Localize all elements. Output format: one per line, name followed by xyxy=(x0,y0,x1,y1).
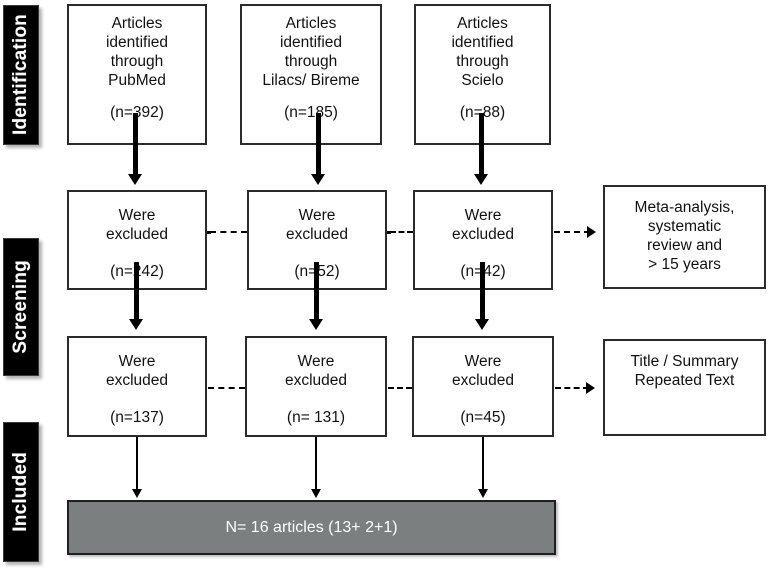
exclusion-box-round2-scielo: Were excluded (n=45) xyxy=(412,336,554,437)
exclusion-title-round1-pubmed: Were excluded xyxy=(105,207,169,243)
arrowhead-excl1-to-excl2-lilacs xyxy=(309,319,323,330)
stage-label-screening: Screening xyxy=(10,260,31,354)
result-label: N= 16 articles (13+ 2+1) xyxy=(225,518,398,536)
dash-connector-round2-lilacs-scielo xyxy=(388,387,412,389)
connector-excl1-to-excl2-scielo xyxy=(480,262,485,320)
source-title-scielo: Articles identified through Scielo xyxy=(451,15,514,89)
source-box-scielo: Articles identified through Scielo (n=88… xyxy=(414,4,551,145)
dash-connector-round1-pubmed-lilacs xyxy=(210,231,247,233)
connector-lilacs-to-excl1 xyxy=(316,113,321,175)
result-bar-included: N= 16 articles (13+ 2+1) xyxy=(67,500,556,555)
exclusion-count-round2-pubmed: (n=137) xyxy=(110,409,164,426)
dash-stub-round1-b xyxy=(387,231,391,234)
arrowhead-result-lilacs xyxy=(311,489,321,498)
arrowhead-round2-to-reason xyxy=(586,382,595,394)
source-title-lilacs-bireme: Articles identified through Lilacs/ Bire… xyxy=(262,15,360,89)
arrowhead-excl1-to-excl2-scielo xyxy=(475,319,489,330)
stage-bar-identification: Identification xyxy=(3,5,39,145)
stage-bar-included: Included xyxy=(3,422,39,562)
arrowhead-excl1-to-excl2-pubmed xyxy=(129,319,143,330)
dash-stub-round1-a xyxy=(207,231,211,234)
exclusion-count-round2-lilacs: (n= 131) xyxy=(286,409,346,426)
arrowhead-round1-to-reason xyxy=(587,226,596,238)
source-count-pubmed: (n=392) xyxy=(110,103,164,122)
exclusion-count-round2-scielo: (n=45) xyxy=(460,409,506,426)
exclusion-box-round2-lilacs: Were excluded (n= 131) xyxy=(245,336,387,437)
source-count-lilacs-bireme: (n=185) xyxy=(284,104,338,121)
connector-excl2-to-result-pubmed xyxy=(136,437,138,491)
source-title-pubmed: Articles identified through PubMed xyxy=(105,15,169,89)
connector-excl1-to-excl2-lilacs xyxy=(314,262,319,320)
exclusion-title-round2-lilacs: Were excluded xyxy=(284,353,348,389)
dash-connector-round2-scielo-reason xyxy=(555,387,589,389)
dash-connector-round1-lilacs-scielo xyxy=(390,231,413,233)
arrowhead-scielo-to-excl1 xyxy=(474,174,488,185)
stage-bar-screening: Screening xyxy=(3,238,39,376)
dash-connector-round2-pubmed-lilacs xyxy=(208,387,245,389)
connector-excl1-to-excl2-pubmed xyxy=(134,262,139,320)
connector-excl2-to-result-scielo xyxy=(482,437,484,491)
source-box-lilacs-bireme: Articles identified through Lilacs/ Bire… xyxy=(240,4,382,145)
arrowhead-lilacs-to-excl1 xyxy=(311,174,325,185)
exclusion-box-round2-pubmed: Were excluded (n=137) xyxy=(67,336,207,437)
reason-title-round2: Title / Summary Repeated Text xyxy=(630,353,739,389)
reason-box-round2: Title / Summary Repeated Text xyxy=(603,339,766,436)
dash-connector-round1-scielo-reason xyxy=(554,231,590,233)
reason-box-round1: Meta-analysis, systematic review and > 1… xyxy=(603,185,766,289)
exclusion-title-round2-scielo: Were excluded xyxy=(451,353,515,389)
connector-scielo-to-excl1 xyxy=(479,113,484,175)
connector-pubmed-to-excl1 xyxy=(133,113,138,175)
reason-title-round1: Meta-analysis, systematic review and > 1… xyxy=(634,199,735,273)
arrowhead-result-pubmed xyxy=(132,489,142,498)
exclusion-title-round1-lilacs: Were excluded xyxy=(285,207,349,243)
stage-label-included: Included xyxy=(10,452,31,532)
source-count-scielo: (n=88) xyxy=(460,103,505,122)
arrowhead-result-scielo xyxy=(478,489,488,498)
connector-excl2-to-result-lilacs xyxy=(315,437,317,491)
exclusion-title-round1-scielo: Were excluded xyxy=(451,207,515,243)
arrowhead-pubmed-to-excl1 xyxy=(128,174,142,185)
exclusion-title-round2-pubmed: Were excluded xyxy=(105,353,169,389)
stage-label-identification: Identification xyxy=(10,14,31,136)
